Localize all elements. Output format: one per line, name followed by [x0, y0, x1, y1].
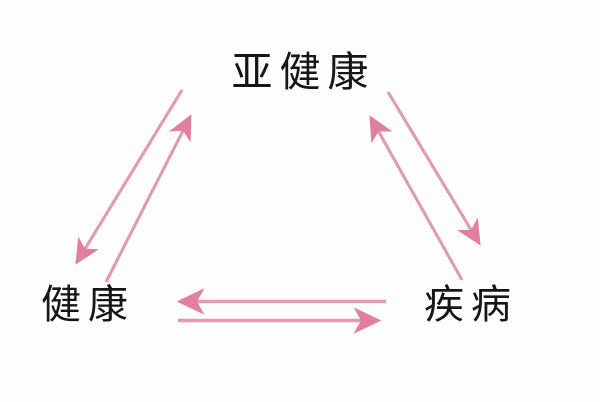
arrow-subhealth-to-disease	[386, 91, 481, 246]
arrow-health-to-subhealth	[104, 114, 192, 283]
arrow-disease-to-subhealth	[369, 115, 464, 281]
node-label-health: 健康	[41, 282, 135, 328]
node-label-disease: 疾病	[424, 282, 518, 328]
node-label-subhealth: 亚健康	[231, 48, 376, 96]
arrow-subhealth-to-health	[75, 89, 184, 265]
